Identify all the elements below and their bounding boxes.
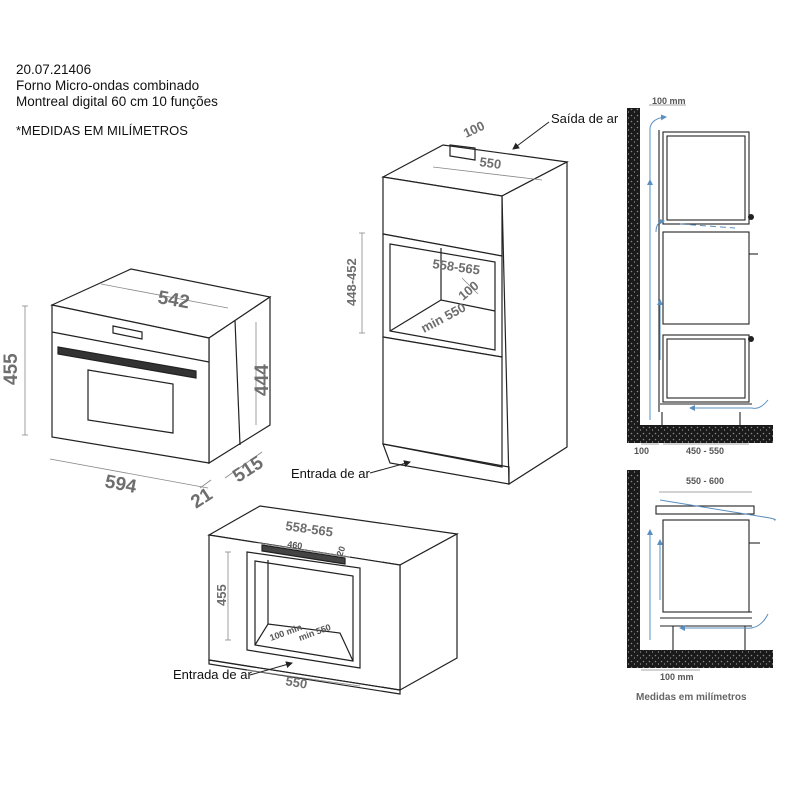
oven-display — [112, 325, 143, 340]
tall-inlet-label: Entrada de ar — [291, 466, 370, 481]
section-top-depth-label: 450 - 550 — [686, 446, 724, 456]
section-top-wall — [627, 108, 640, 443]
tall-depth-top-label: 550 — [479, 154, 503, 172]
tall-niche-height-label: 448-452 — [344, 258, 359, 306]
base-height-label: 455 — [214, 584, 229, 606]
oven-window — [87, 369, 174, 434]
oven-height-front-label: 455 — [1, 353, 22, 385]
tall-cabinet-plinth — [382, 443, 510, 485]
base-front-gap-label: 20 — [334, 545, 347, 558]
section-bottom-footer: Medidas em milímetros — [636, 692, 747, 703]
product-name: Forno Micro-ondas combinado — [16, 78, 200, 93]
tall-outlet-label: Saída de ar — [551, 111, 619, 126]
tall-gap-top-label: 100 — [461, 118, 487, 141]
oven-handle — [57, 346, 197, 379]
tall-niche-width-label: 558-565 — [432, 256, 481, 277]
section-bottom-floor — [627, 650, 773, 668]
oven-front-thickness-label: 21 — [187, 484, 217, 513]
section-bottom-depth-label: 550 - 600 — [686, 476, 724, 486]
tall-cabinet-dimensions — [359, 166, 543, 334]
units-note: *MEDIDAS EM MILÍMETROS — [16, 123, 188, 138]
header-block: 20.07.21406 Forno Micro-ondas combinado … — [16, 62, 218, 110]
base-inner-width-label: 460 — [287, 539, 303, 551]
section-top-drawing — [627, 104, 773, 445]
base-niche-width-label: 558-565 — [285, 518, 334, 539]
section-bottom-floor-gap-label: 100 mm — [660, 672, 694, 682]
base-depth-bottom-label: 550 — [284, 673, 308, 692]
oven-width-label: 594 — [103, 471, 139, 498]
oven-depth-label: 515 — [229, 452, 267, 487]
base-cabinet-dimensions — [225, 542, 361, 687]
section-top-floor — [627, 425, 773, 443]
tall-cabinet-side — [501, 161, 568, 486]
base-cabinet-niche — [246, 551, 361, 669]
oven-dimensions — [22, 283, 263, 489]
base-cabinet-rail — [261, 544, 346, 565]
oven-front — [51, 304, 210, 464]
section-top-floor-gap-label: 100 — [634, 446, 649, 456]
section-bottom-drawing — [627, 470, 776, 671]
tall-cabinet-lower-door — [382, 336, 503, 468]
oven-height-side-label: 444 — [252, 364, 273, 396]
base-cabinet-drawing — [207, 505, 459, 695]
product-model: Montreal digital 60 cm 10 funções — [16, 94, 218, 109]
product-code: 20.07.21406 — [16, 62, 92, 77]
base-inlet-label: Entrada de ar — [173, 667, 252, 682]
section-bottom-wall — [627, 470, 640, 668]
section-top-wall-gap-label: 100 mm — [652, 96, 686, 106]
tall-cabinet-drawing — [381, 144, 569, 486]
oven-drawing — [50, 268, 272, 465]
